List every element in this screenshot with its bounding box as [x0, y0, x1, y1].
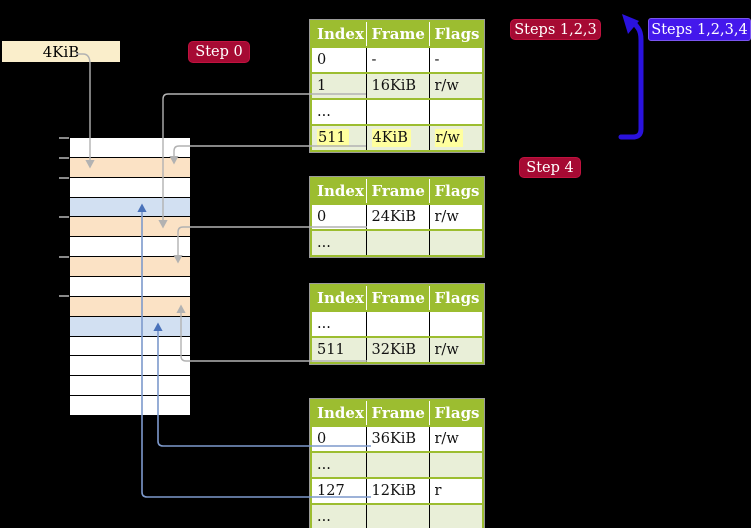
- memory-row-6-peach: [70, 257, 190, 278]
- table-cell: 36KiB: [365, 425, 429, 452]
- table-cell: 12KiB: [365, 477, 429, 504]
- table-cell: ...: [311, 503, 366, 528]
- table-cell: 511: [311, 124, 366, 151]
- table-cell: 4KiB: [365, 124, 429, 151]
- table-cell: ...: [311, 98, 366, 125]
- column-header-frame: Frame: [365, 21, 429, 47]
- memory-tick: [59, 157, 69, 159]
- page-table-level-1-row-...: ...: [311, 451, 483, 478]
- table-cell: [365, 451, 429, 478]
- table-cell: [428, 310, 483, 337]
- step-4-label: Step 4: [519, 157, 581, 178]
- memory-row-1-peach: [70, 157, 190, 178]
- table-cell: ...: [311, 451, 366, 478]
- page-table-level-1-row-...: ...: [311, 503, 483, 528]
- column-header-index: Index: [311, 21, 366, 47]
- physical-memory-stack: [69, 137, 191, 416]
- table-cell: r/w: [428, 124, 483, 151]
- table-cell: [365, 310, 429, 337]
- page-table-level-2-row-...: ...: [311, 310, 483, 337]
- step-0-label: Step 0: [188, 41, 250, 63]
- page-table-level-4-row-511: 511 4KiB r/w: [311, 124, 483, 151]
- memory-row-11-white: [70, 356, 190, 377]
- highlighted-value: r/w: [434, 129, 463, 147]
- column-header-flags: Flags: [428, 178, 483, 204]
- memory-row-12-white: [70, 376, 190, 397]
- table-cell: -: [428, 46, 483, 73]
- memory-row-7-white: [70, 277, 190, 297]
- memory-tick: [59, 295, 69, 297]
- table-cell: -: [365, 46, 429, 73]
- table-cell: r: [428, 477, 483, 504]
- memory-row-2-white: [70, 177, 190, 198]
- column-header-index: Index: [311, 400, 366, 426]
- steps-123-label: Steps 1,2,3: [510, 19, 601, 40]
- table-cell: [365, 229, 429, 256]
- arrow-steps-loop-head: [622, 14, 639, 34]
- table-cell: 16KiB: [365, 72, 429, 99]
- table-cell: 0: [311, 203, 366, 230]
- table-cell: [428, 503, 483, 528]
- highlighted-value: 511: [317, 129, 349, 147]
- column-header-index: Index: [311, 285, 366, 311]
- table-cell: ...: [311, 229, 366, 256]
- table-cell: 0: [311, 425, 366, 452]
- memory-row-0-white: [70, 138, 190, 158]
- column-header-flags: Flags: [428, 21, 483, 47]
- arrow-steps-loop: [618, 21, 644, 140]
- page-table-level-3-row-...: ...: [311, 229, 483, 256]
- table-cell: r/w: [428, 336, 483, 363]
- memory-tick: [59, 216, 69, 218]
- memory-row-3-blue: [70, 197, 190, 218]
- page-table-level-4-row-...: ...: [311, 98, 483, 125]
- table-cell: 32KiB: [365, 336, 429, 363]
- page-size-label: 4KiB: [2, 41, 120, 62]
- table-cell: r/w: [428, 72, 483, 99]
- column-header-index: Index: [311, 178, 366, 204]
- table-cell: [365, 503, 429, 528]
- page-table-level-4-row-0: 0--: [311, 46, 483, 73]
- column-header-frame: Frame: [365, 178, 429, 204]
- column-header-flags: Flags: [428, 285, 483, 311]
- table-cell: 0: [311, 46, 366, 73]
- memory-tick: [59, 256, 69, 258]
- table-cell: [365, 98, 429, 125]
- steps-1234-label: Steps 1,2,3,4: [648, 18, 751, 41]
- column-header-frame: Frame: [365, 400, 429, 426]
- table-cell: r/w: [428, 203, 483, 230]
- table-cell: 1: [311, 72, 366, 99]
- table-cell: r/w: [428, 425, 483, 452]
- memory-row-9-blue: [70, 316, 190, 337]
- memory-row-8-peach: [70, 296, 190, 317]
- memory-row-5-white: [70, 237, 190, 258]
- memory-tick: [59, 137, 69, 139]
- table-cell: [428, 229, 483, 256]
- memory-row-13-white: [70, 396, 190, 416]
- table-cell: ...: [311, 310, 366, 337]
- memory-row-4-peach: [70, 217, 190, 238]
- table-cell: 127: [311, 477, 366, 504]
- highlighted-value: 4KiB: [371, 129, 411, 147]
- table-cell: 511: [311, 336, 366, 363]
- table-cell: 24KiB: [365, 203, 429, 230]
- column-header-flags: Flags: [428, 400, 483, 426]
- memory-row-10-white: [70, 336, 190, 357]
- table-cell: [428, 451, 483, 478]
- column-header-frame: Frame: [365, 285, 429, 311]
- table-cell: [428, 98, 483, 125]
- memory-tick: [59, 177, 69, 179]
